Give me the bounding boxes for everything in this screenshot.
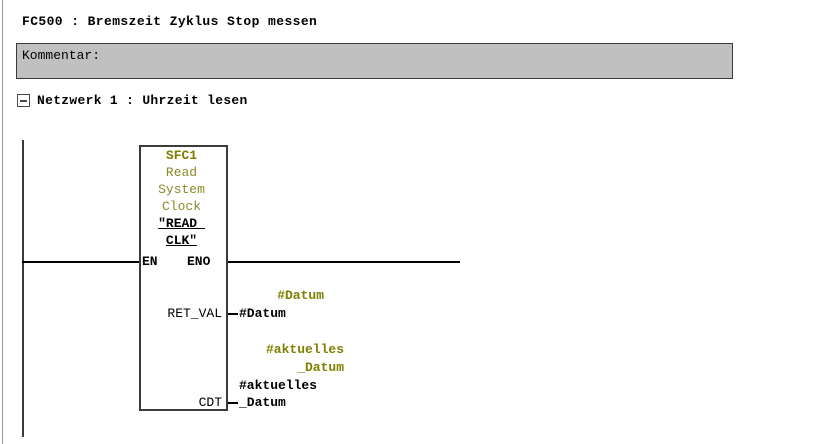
function-block-sfc1[interactable] [139, 145, 228, 411]
function-block-desc-line-1: Read [165, 165, 198, 180]
operand-cdt[interactable]: #aktuelles _Datum [239, 378, 318, 410]
rung-wire-eno-output[interactable] [228, 261, 460, 263]
function-block-desc-line-3: Clock [161, 199, 201, 214]
block-comment-label: Kommentar: [22, 48, 101, 63]
pin-label-ret-val[interactable]: RET_VAL [167, 306, 222, 321]
function-block-header: SFC1 Read System Clock "READ_ CLK" [139, 147, 224, 249]
pin-stub-ret-val [228, 313, 238, 315]
rung-wire-en-input[interactable] [22, 261, 139, 263]
symbol-comment-cdt: #aktuelles _Datum [265, 342, 344, 375]
pin-label-cdt[interactable]: CDT [198, 395, 222, 410]
collapse-minus-icon[interactable] [17, 94, 30, 107]
pin-stub-cdt [228, 402, 238, 404]
pin-label-en[interactable]: EN [142, 254, 158, 269]
function-block-symbol-line-1: "READ_ [158, 216, 205, 231]
network-header: Netzwerk 1 : Uhrzeit lesen [17, 93, 248, 108]
symbol-comment-ret-val: #Datum [277, 288, 324, 303]
function-block-symbol-line-2: CLK" [165, 233, 198, 248]
function-block-desc-line-2: System [158, 182, 205, 197]
operand-ret-val[interactable]: #Datum [239, 306, 286, 321]
block-title: FC500 : Bremszeit Zyklus Stop messen [22, 14, 318, 29]
function-block-name: SFC1 [165, 148, 198, 163]
panel-left-edge [2, 0, 3, 444]
block-comment-box[interactable]: Kommentar: [16, 43, 733, 79]
pin-label-eno[interactable]: ENO [187, 254, 211, 269]
power-rail [22, 140, 24, 437]
network-title: Netzwerk 1 : Uhrzeit lesen [37, 93, 248, 108]
